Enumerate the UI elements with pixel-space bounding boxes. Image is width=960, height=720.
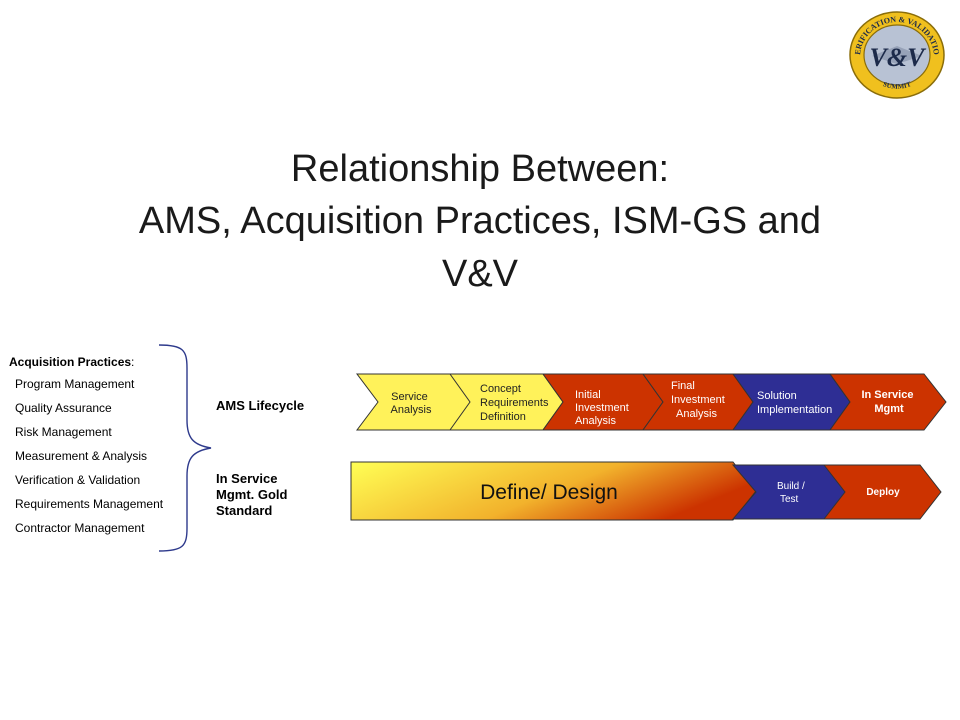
- practice-item: Contractor Management: [15, 521, 145, 535]
- ism-label-line: Standard: [216, 503, 273, 518]
- phase-text-line: Analysis: [391, 404, 432, 416]
- seal-bottom-text: SUMMIT: [882, 80, 913, 91]
- phase-text-line: Analysis: [575, 415, 616, 427]
- ism-gold-standard-label: In Service Mgmt. Gold Standard: [216, 471, 288, 519]
- acquisition-practices-items: Program Management Quality Assurance Ris…: [9, 377, 163, 545]
- phase-text-line: Test: [780, 494, 799, 505]
- practice-item: Risk Management: [15, 425, 112, 439]
- seal-plane-shape: [872, 46, 922, 64]
- ams-phase-final-investment-analysis: Final Investment Analysis: [642, 373, 754, 431]
- phase-text-line: Build /: [777, 481, 805, 492]
- phase-text-line: Initial: [575, 389, 601, 401]
- acquisition-practices-list: Acquisition Practices: Program Managemen…: [9, 355, 163, 545]
- phase-text-line: Definition: [480, 411, 526, 423]
- practice-item: Measurement & Analysis: [15, 449, 148, 463]
- practice-item: Quality Assurance: [15, 401, 112, 415]
- svg-text:Concept Requirements: Concept Requirements Definition: [480, 383, 552, 423]
- phase-text-line: Investment: [671, 394, 725, 406]
- curly-brace-shape: [158, 344, 212, 552]
- phase-text-line: Implementation: [757, 404, 832, 416]
- practice-item: Requirements Management: [15, 497, 164, 511]
- phase-text-line: Analysis: [676, 408, 717, 420]
- svg-text:Final Investment A: Final Investment Analysis: [671, 380, 728, 420]
- ism-phase-define-design: Define/ Design: [350, 461, 757, 521]
- practice-item: Verification & Validation: [15, 473, 141, 487]
- phase-text-line: Define/ Design: [480, 481, 618, 504]
- phase-text-line: Mgmt: [874, 403, 904, 415]
- svg-text:Build / Test: Build / Test: [777, 481, 808, 505]
- phase-text-line: Solution: [757, 390, 797, 402]
- phase-text-line: Concept: [480, 383, 521, 395]
- phase-text-line: Investment: [575, 402, 629, 414]
- ism-label-line: In Service: [216, 471, 278, 486]
- svg-text:Initial Investment: Initial Investment Analysis: [575, 389, 632, 427]
- phase-text-line: Service: [391, 391, 428, 403]
- ism-phase-deploy: Deploy: [822, 464, 942, 520]
- ams-phase-concept-requirements-definition: Concept Requirements Definition: [449, 373, 564, 431]
- svg-text:Service Analysis: Service Analysis: [391, 391, 432, 416]
- seal-monogram: V&V: [870, 43, 928, 72]
- ism-label-line: Mgmt. Gold: [216, 487, 288, 502]
- svg-text:Define/ Design: Define/ Design: [480, 481, 618, 504]
- page-title-line-3: V&V: [441, 253, 519, 295]
- ams-phase-initial-investment-analysis: Initial Investment Analysis: [542, 373, 664, 431]
- phase-text-line: In Service: [861, 389, 913, 401]
- svg-text:Deploy: Deploy: [866, 487, 900, 498]
- acquisition-practices-header: Acquisition Practices:: [9, 355, 135, 369]
- page-title-line-1: Relationship Between:: [290, 148, 670, 190]
- ams-phase-in-service-mgmt: In Service Mgmt: [829, 373, 947, 431]
- svg-text:Solution Implementation: Solution Implementation: [757, 390, 832, 416]
- ams-lifecycle-label: AMS Lifecycle: [216, 398, 305, 413]
- phase-text-line: Final: [671, 380, 695, 392]
- svg-text:In Service Mgmt: In Service Mgmt: [861, 389, 916, 415]
- phase-text-line: Deploy: [866, 487, 900, 498]
- practice-item: Program Management: [15, 377, 135, 391]
- page-title-line-2: AMS, Acquisition Practices, ISM-GS and: [138, 200, 822, 242]
- phase-text-line: Requirements: [480, 397, 549, 409]
- vv-summit-seal-icon: VERIFICATION & VALIDATION SUMMIT V&V: [848, 10, 945, 99]
